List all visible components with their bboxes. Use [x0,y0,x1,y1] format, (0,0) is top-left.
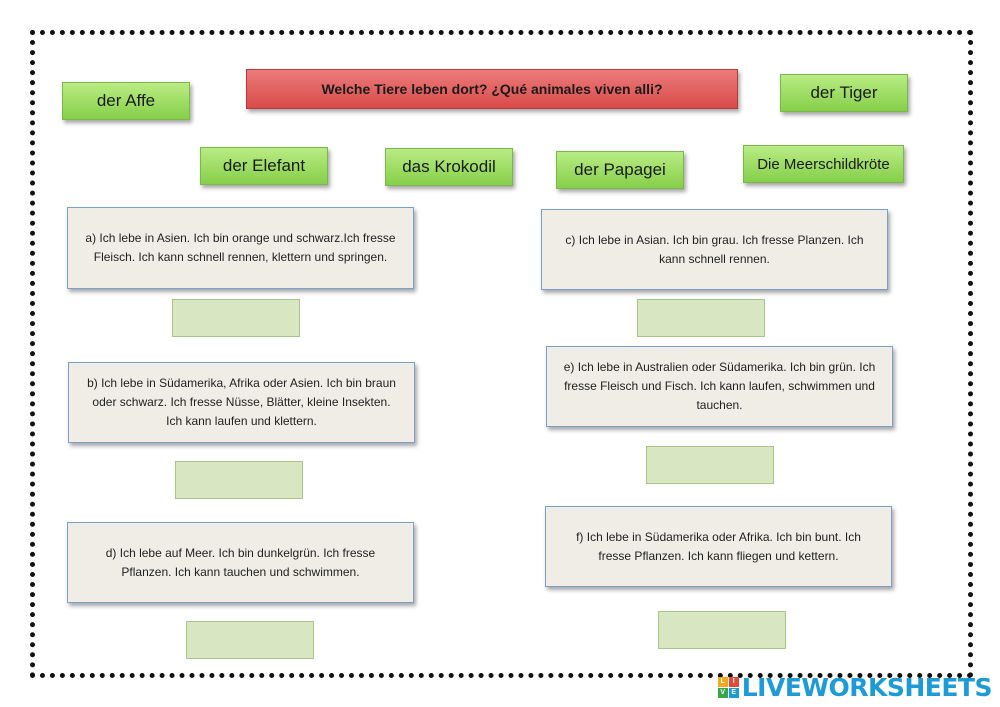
drop-zone-a[interactable] [172,299,300,337]
clue-text-b: b) Ich lebe in Südamerika, Afrika oder A… [87,376,396,428]
liveworksheets-icon: L I V E [717,676,739,698]
drop-zone-d[interactable] [186,621,314,659]
logo-icon-letter: V [717,687,728,698]
logo-icon-letter: I [728,676,739,687]
drop-zone-c[interactable] [637,299,765,337]
clue-text-f: f) Ich lebe in Südamerika oder Afrika. I… [576,529,861,563]
clue-box-c: c) Ich lebe in Asian. Ich bin grau. Ich … [541,209,888,290]
logo-icon-letter: L [717,676,728,687]
word-tile-tiger[interactable]: der Tiger [780,74,908,112]
word-tile-elefant[interactable]: der Elefant [200,147,328,185]
liveworksheets-wordmark: LIVEWORKSHEETS [741,672,993,702]
clue-box-d: d) Ich lebe auf Meer. Ich bin dunkelgrün… [67,522,414,603]
worksheet-border [30,30,973,678]
word-tile-krokodil[interactable]: das Krokodil [385,148,513,186]
word-tile-papagei[interactable]: der Papagei [556,151,684,189]
clue-text-c: c) Ich lebe in Asian. Ich bin grau. Ich … [565,232,864,266]
worksheet-title: Welche Tiere leben dort? ¿Qué animales v… [246,69,738,109]
clue-box-e: e) Ich lebe in Australien oder Südamerik… [546,346,893,427]
word-tile-meerschildkroete[interactable]: Die Meerschildkröte [743,145,904,183]
clue-box-b: b) Ich lebe in Südamerika, Afrika oder A… [68,362,415,443]
liveworksheets-logo: L I V E LIVEWORKSHEETS [717,671,993,703]
word-tile-affe[interactable]: der Affe [62,82,190,120]
clue-text-e: e) Ich lebe in Australien oder Südamerik… [563,360,876,412]
drop-zone-e[interactable] [646,446,774,484]
clue-box-a: a) Ich lebe in Asien. Ich bin orange und… [67,207,414,289]
clue-box-f: f) Ich lebe in Südamerika oder Afrika. I… [545,506,892,587]
drop-zone-f[interactable] [658,611,786,649]
clue-text-a: a) Ich lebe in Asien. Ich bin orange und… [85,231,396,264]
clue-text-d: d) Ich lebe auf Meer. Ich bin dunkelgrün… [105,545,376,579]
drop-zone-b[interactable] [175,461,303,499]
logo-icon-letter: E [728,687,739,698]
